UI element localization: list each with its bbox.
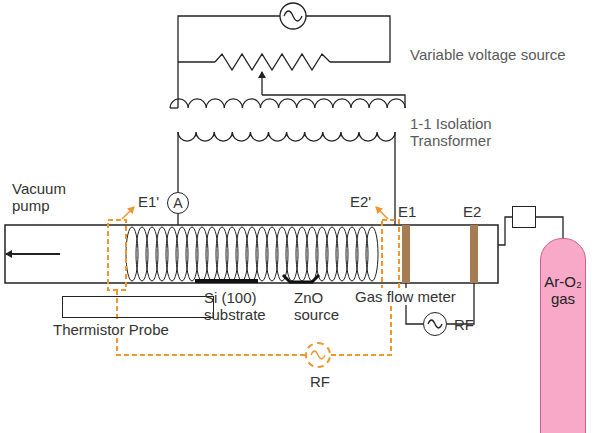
gas-flow-meter-box: Gas flow meter bbox=[512, 206, 536, 228]
ammeter-circle: A bbox=[167, 192, 189, 214]
rf-source-circle: RF bbox=[423, 312, 447, 336]
part-label: Si (100) substrate bbox=[204, 289, 284, 323]
part-label: E2 bbox=[463, 203, 481, 220]
node-label: RF bbox=[300, 373, 340, 390]
thermistor-probe-box: Thermistor Probe bbox=[62, 296, 214, 318]
gas-cylinder: Ar-O₂ gas bbox=[540, 238, 586, 433]
node-label: Ar-O₂ gas bbox=[541, 273, 585, 307]
node-label: RF bbox=[454, 316, 474, 333]
rf-source-circle: RF bbox=[305, 342, 331, 368]
gas-line bbox=[536, 217, 563, 238]
part-label: E1' bbox=[138, 193, 159, 210]
part-label: Variable voltage source bbox=[410, 46, 590, 63]
part-label: ZnO source bbox=[294, 289, 352, 323]
part-label: Vacuum pump bbox=[12, 180, 92, 214]
node-label: A bbox=[173, 196, 182, 210]
node-label: Thermistor Probe bbox=[51, 321, 171, 338]
part-label: 1-1 Isolation Transformer bbox=[410, 115, 570, 149]
part-label: E2' bbox=[350, 193, 371, 210]
node-label: Gas flow meter bbox=[353, 288, 458, 305]
part-label: E1 bbox=[398, 203, 416, 220]
